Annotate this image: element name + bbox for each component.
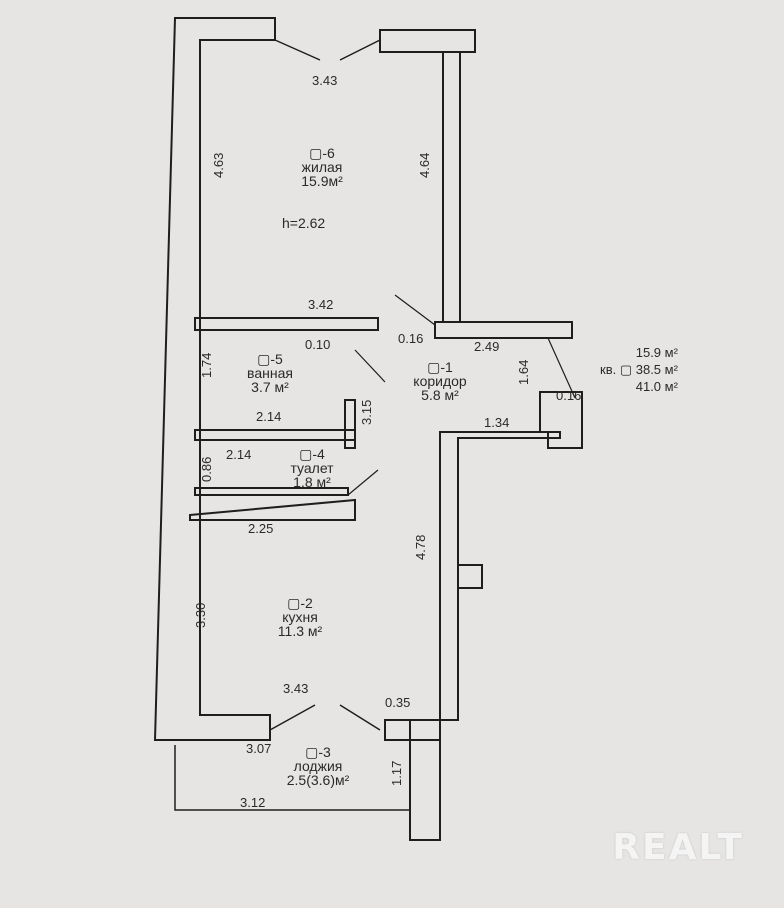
door-entrance: [547, 337, 576, 399]
dim-top-width: 3.43: [312, 73, 338, 88]
dim-kitchen-top: 2.25: [248, 521, 274, 536]
summary-apt-prefix: кв.: [600, 361, 617, 377]
room-3-name: лоджия: [293, 758, 343, 774]
dim-bath-width: 2.14: [256, 409, 282, 424]
room-6-number: 6: [327, 145, 335, 161]
wall-kitchen-top: [189, 498, 356, 521]
dim-entrance-door: 0.16: [556, 388, 582, 403]
kitchen-shelf: [457, 564, 483, 589]
dim-bath-offset: 0.10: [305, 337, 331, 352]
room-1-label: ▢-1 коридор 5.8 м²: [413, 359, 467, 403]
room-5-label: ▢-5 ванная 3.7 м²: [247, 351, 293, 395]
summary-living: 15.9 м²: [635, 345, 678, 360]
dim-wall-thickness: 0.35: [385, 695, 411, 710]
dim-living-door: 0.16: [398, 331, 424, 346]
outer-wall-left: [153, 17, 276, 741]
loggia-right-wall: [409, 719, 441, 841]
dim-toilet-height: 0.86: [199, 456, 214, 482]
room-4-area: 1.8 м²: [293, 474, 331, 490]
area-summary: 15.9 м² кв. ▢ 38.5 м² 41.0 м²: [600, 345, 678, 394]
dim-corridor-niche: 1.64: [516, 359, 531, 385]
dim-kitchen-right: 4.78: [413, 534, 428, 560]
dim-kitchen-left: 3.30: [193, 602, 208, 628]
wall-corridor-top: [434, 321, 573, 339]
dim-bath-height: 1.74: [199, 352, 214, 378]
room-6-label: ▢-6 жилая 15.9м²: [301, 145, 343, 189]
wall-bath-bottom: [194, 429, 356, 441]
room-3-number: 3: [323, 744, 331, 760]
door-bath: [354, 349, 386, 383]
dim-living-right: 4.64: [417, 152, 432, 178]
door-living-top: [274, 39, 381, 61]
room-6-height: h=2.62: [282, 215, 326, 231]
room-2-label: ▢-2 кухня 11.3 м²: [277, 595, 323, 639]
dim-corridor-niche-width: 1.34: [484, 415, 510, 430]
watermark-logo: REALT: [612, 827, 744, 868]
room-4-name: туалет: [290, 460, 334, 476]
room-5-area: 3.7 м²: [251, 379, 289, 395]
dim-living-bottom: 3.42: [308, 297, 334, 312]
dim-loggia-bottom: 3.12: [240, 795, 266, 810]
room-5-name: ванная: [247, 365, 293, 381]
dim-living-left: 4.63: [211, 152, 226, 178]
room-1-number: 1: [445, 359, 453, 375]
room-1-name: коридор: [413, 373, 467, 389]
room-2-area: 11.3 м²: [277, 623, 323, 639]
room-5-number: 5: [275, 351, 283, 367]
wall-living-right: [442, 51, 461, 323]
wall-bath-right: [344, 399, 356, 449]
room-2-number: 2: [305, 595, 313, 611]
room-4-number: 4: [317, 446, 325, 462]
dim-loggia-top: 3.07: [246, 741, 272, 756]
room-4-label: ▢-4 туалет 1.8 м²: [290, 446, 334, 490]
room-2-name: кухня: [282, 609, 318, 625]
room-6-name: жилая: [301, 159, 343, 175]
summary-total: 38.5 м²: [635, 361, 678, 377]
door-loggia: [269, 704, 381, 731]
room-1-area: 5.8 м²: [421, 387, 459, 403]
wall-niche: [539, 391, 583, 449]
room-3-area: 2.5(3.6)м²: [286, 772, 350, 788]
room-3-label: ▢-3 лоджия 2.5(3.6)м²: [286, 744, 350, 788]
wall-kitchen-bottom: [384, 719, 441, 741]
outer-wall-top-right: [379, 29, 476, 53]
dim-corridor-top: 2.49: [474, 339, 500, 354]
room-6-area: 15.9м²: [301, 173, 343, 189]
dim-loggia-side: 1.17: [389, 760, 404, 786]
dim-toilet-width: 2.14: [226, 447, 252, 462]
wall-living-bottom: [194, 317, 379, 331]
door-toilet: [347, 469, 379, 496]
door-living: [394, 294, 436, 326]
summary-total-with-loggia: 41.0 м²: [635, 378, 678, 394]
dim-bath-side: 3.15: [359, 399, 374, 425]
dim-kitchen-bottom: 3.43: [283, 681, 309, 696]
